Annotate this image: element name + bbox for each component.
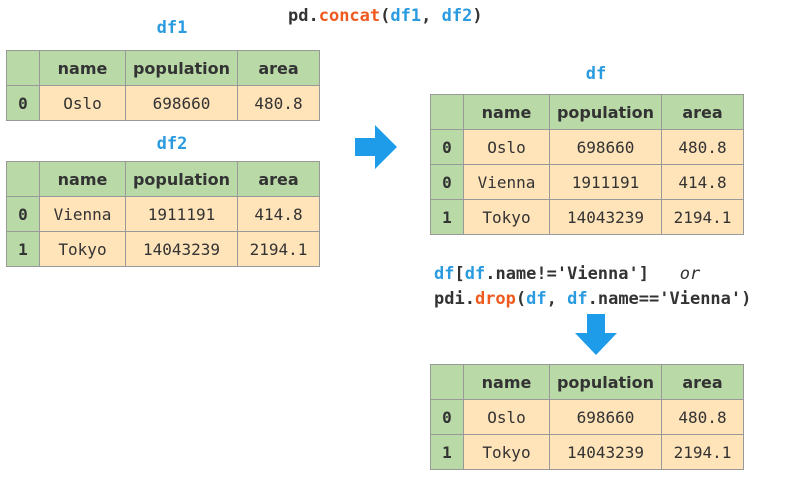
table-cell: Vienna xyxy=(463,164,550,200)
code-name-df: df xyxy=(464,264,486,284)
row-index: 0 xyxy=(430,129,464,165)
code-func-drop: drop xyxy=(474,289,516,309)
table-cell: 14043239 xyxy=(549,434,662,470)
row-index: 0 xyxy=(6,85,40,121)
table-cell: 1911191 xyxy=(549,164,662,200)
column-header: population xyxy=(125,161,238,197)
column-header: area xyxy=(237,50,320,86)
df2-label: df2 xyxy=(156,134,188,154)
code-func-concat: concat xyxy=(318,6,381,26)
code-token: pdi. xyxy=(434,289,475,309)
row-index: 1 xyxy=(430,434,464,470)
table-cell: 1911191 xyxy=(125,196,238,232)
table-cell: Oslo xyxy=(39,85,126,121)
column-header: name xyxy=(463,364,550,400)
code-name-df: df xyxy=(526,289,547,309)
column-header: name xyxy=(39,161,126,197)
index-header-cell xyxy=(430,94,464,130)
index-header-cell xyxy=(6,161,40,197)
code-token: [ xyxy=(454,264,465,284)
table-cell: 480.8 xyxy=(661,129,744,165)
column-header: area xyxy=(661,94,744,130)
table-cell: Tokyo xyxy=(463,434,550,470)
row-index: 0 xyxy=(430,399,464,435)
code-token: pd. xyxy=(288,6,319,26)
table-cell: 2194.1 xyxy=(661,434,744,470)
column-header: area xyxy=(237,161,320,197)
table-cell: Tokyo xyxy=(39,231,126,267)
table-cell: 698660 xyxy=(125,85,238,121)
df-label: df xyxy=(585,64,607,84)
code-token: ( xyxy=(515,289,527,309)
filter-code-line2: pdi.drop(df, df.name=='Vienna') xyxy=(434,289,751,309)
code-token: , xyxy=(421,6,442,26)
arrow-right-icon xyxy=(355,125,397,169)
column-header: population xyxy=(549,94,662,130)
code-name-df1: df1 xyxy=(390,6,422,26)
arrow-down-icon xyxy=(575,314,617,355)
table-cell: 698660 xyxy=(549,129,662,165)
row-index: 0 xyxy=(6,196,40,232)
code-name-df: df xyxy=(567,289,588,309)
code-token: .name=='Vienna') xyxy=(587,289,752,309)
table-cell: Tokyo xyxy=(463,199,550,235)
table-cell: 480.8 xyxy=(661,399,744,435)
column-header: population xyxy=(549,364,662,400)
table-cell: Oslo xyxy=(463,129,550,165)
code-token: ) xyxy=(472,6,483,26)
index-header-cell xyxy=(430,364,464,400)
column-header: area xyxy=(661,364,744,400)
or-text: or xyxy=(679,264,701,284)
filter-code-line1: df[df.name!='Vienna'] or xyxy=(434,264,700,284)
code-token: .name!='Vienna'] xyxy=(485,264,649,284)
index-header-cell xyxy=(6,50,40,86)
row-index: 1 xyxy=(6,231,40,267)
column-header: name xyxy=(463,94,550,130)
table-cell: 480.8 xyxy=(237,85,320,121)
column-header: population xyxy=(125,50,238,86)
code-name-df2: df2 xyxy=(441,6,473,26)
df1-label: df1 xyxy=(156,18,188,38)
concat-code: pd.concat(df1, df2) xyxy=(288,6,483,26)
table-cell: 14043239 xyxy=(125,231,238,267)
code-name-df: df xyxy=(434,264,455,284)
table-cell: 2194.1 xyxy=(237,231,320,267)
table-cell: 14043239 xyxy=(549,199,662,235)
code-token: ( xyxy=(380,6,391,26)
table-cell: 414.8 xyxy=(237,196,320,232)
code-token: , xyxy=(546,289,568,309)
table-cell: 2194.1 xyxy=(661,199,744,235)
row-index: 0 xyxy=(430,164,464,200)
column-header: name xyxy=(39,50,126,86)
table-cell: 698660 xyxy=(549,399,662,435)
table-cell: 414.8 xyxy=(661,164,744,200)
table-cell: Vienna xyxy=(39,196,126,232)
table-cell: Oslo xyxy=(463,399,550,435)
row-index: 1 xyxy=(430,199,464,235)
